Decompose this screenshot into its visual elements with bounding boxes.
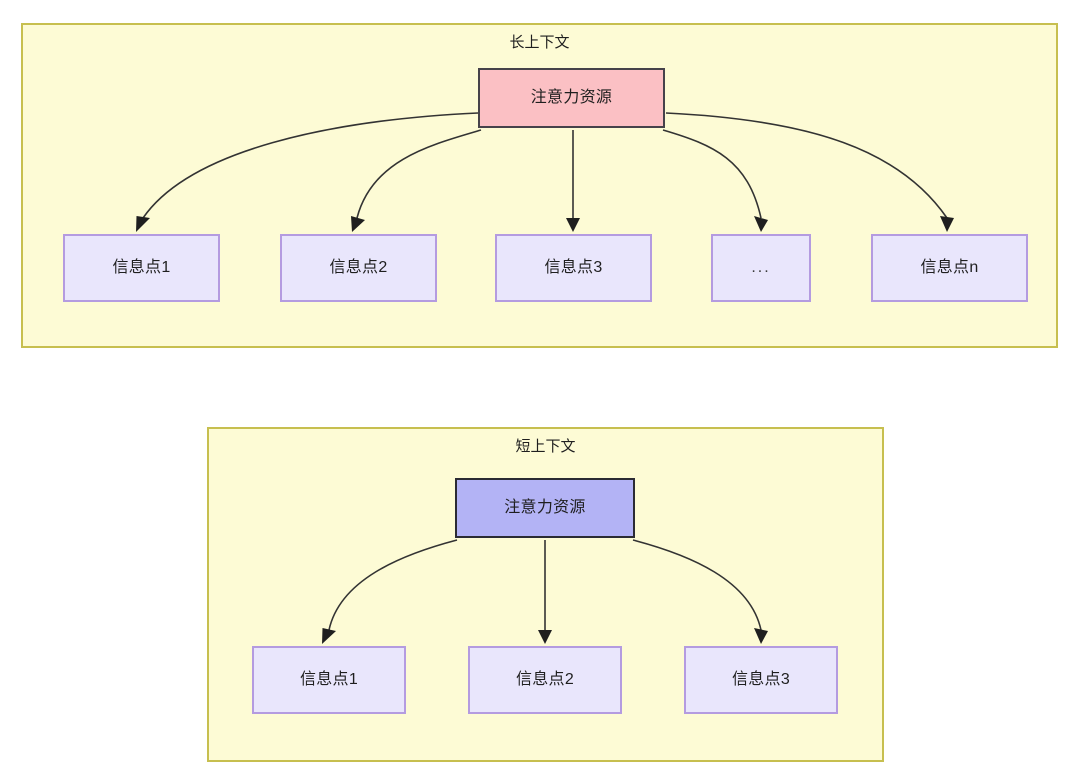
node-info-point-2-long[interactable]: 信息点2 (280, 234, 437, 302)
node-info-point-1-short[interactable]: 信息点1 (252, 646, 406, 714)
node-label: 注意力资源 (530, 89, 613, 106)
node-label: 信息点2 (329, 259, 388, 276)
node-label: 注意力资源 (504, 499, 586, 516)
node-info-point-1-long[interactable]: 信息点1 (63, 234, 220, 302)
node-label: 信息点1 (112, 259, 171, 276)
node-info-point-ellipsis-long[interactable]: ... (711, 234, 811, 302)
node-info-point-3-long[interactable]: 信息点3 (495, 234, 652, 302)
node-label: 信息点2 (515, 671, 575, 688)
node-attention-resource-long[interactable]: 注意力资源 (478, 68, 665, 128)
group-long-context-title: 长上下文 (509, 34, 570, 51)
node-info-point-n-long[interactable]: 信息点n (871, 234, 1028, 302)
node-label: 信息点3 (731, 671, 791, 688)
node-label: ... (751, 259, 771, 276)
node-info-point-3-short[interactable]: 信息点3 (684, 646, 838, 714)
node-label: 信息点n (920, 259, 979, 276)
group-short-context-title: 短上下文 (515, 438, 576, 455)
node-info-point-2-short[interactable]: 信息点2 (468, 646, 622, 714)
node-label: 信息点3 (544, 259, 603, 276)
node-attention-resource-short[interactable]: 注意力资源 (455, 478, 635, 538)
node-label: 信息点1 (299, 671, 359, 688)
